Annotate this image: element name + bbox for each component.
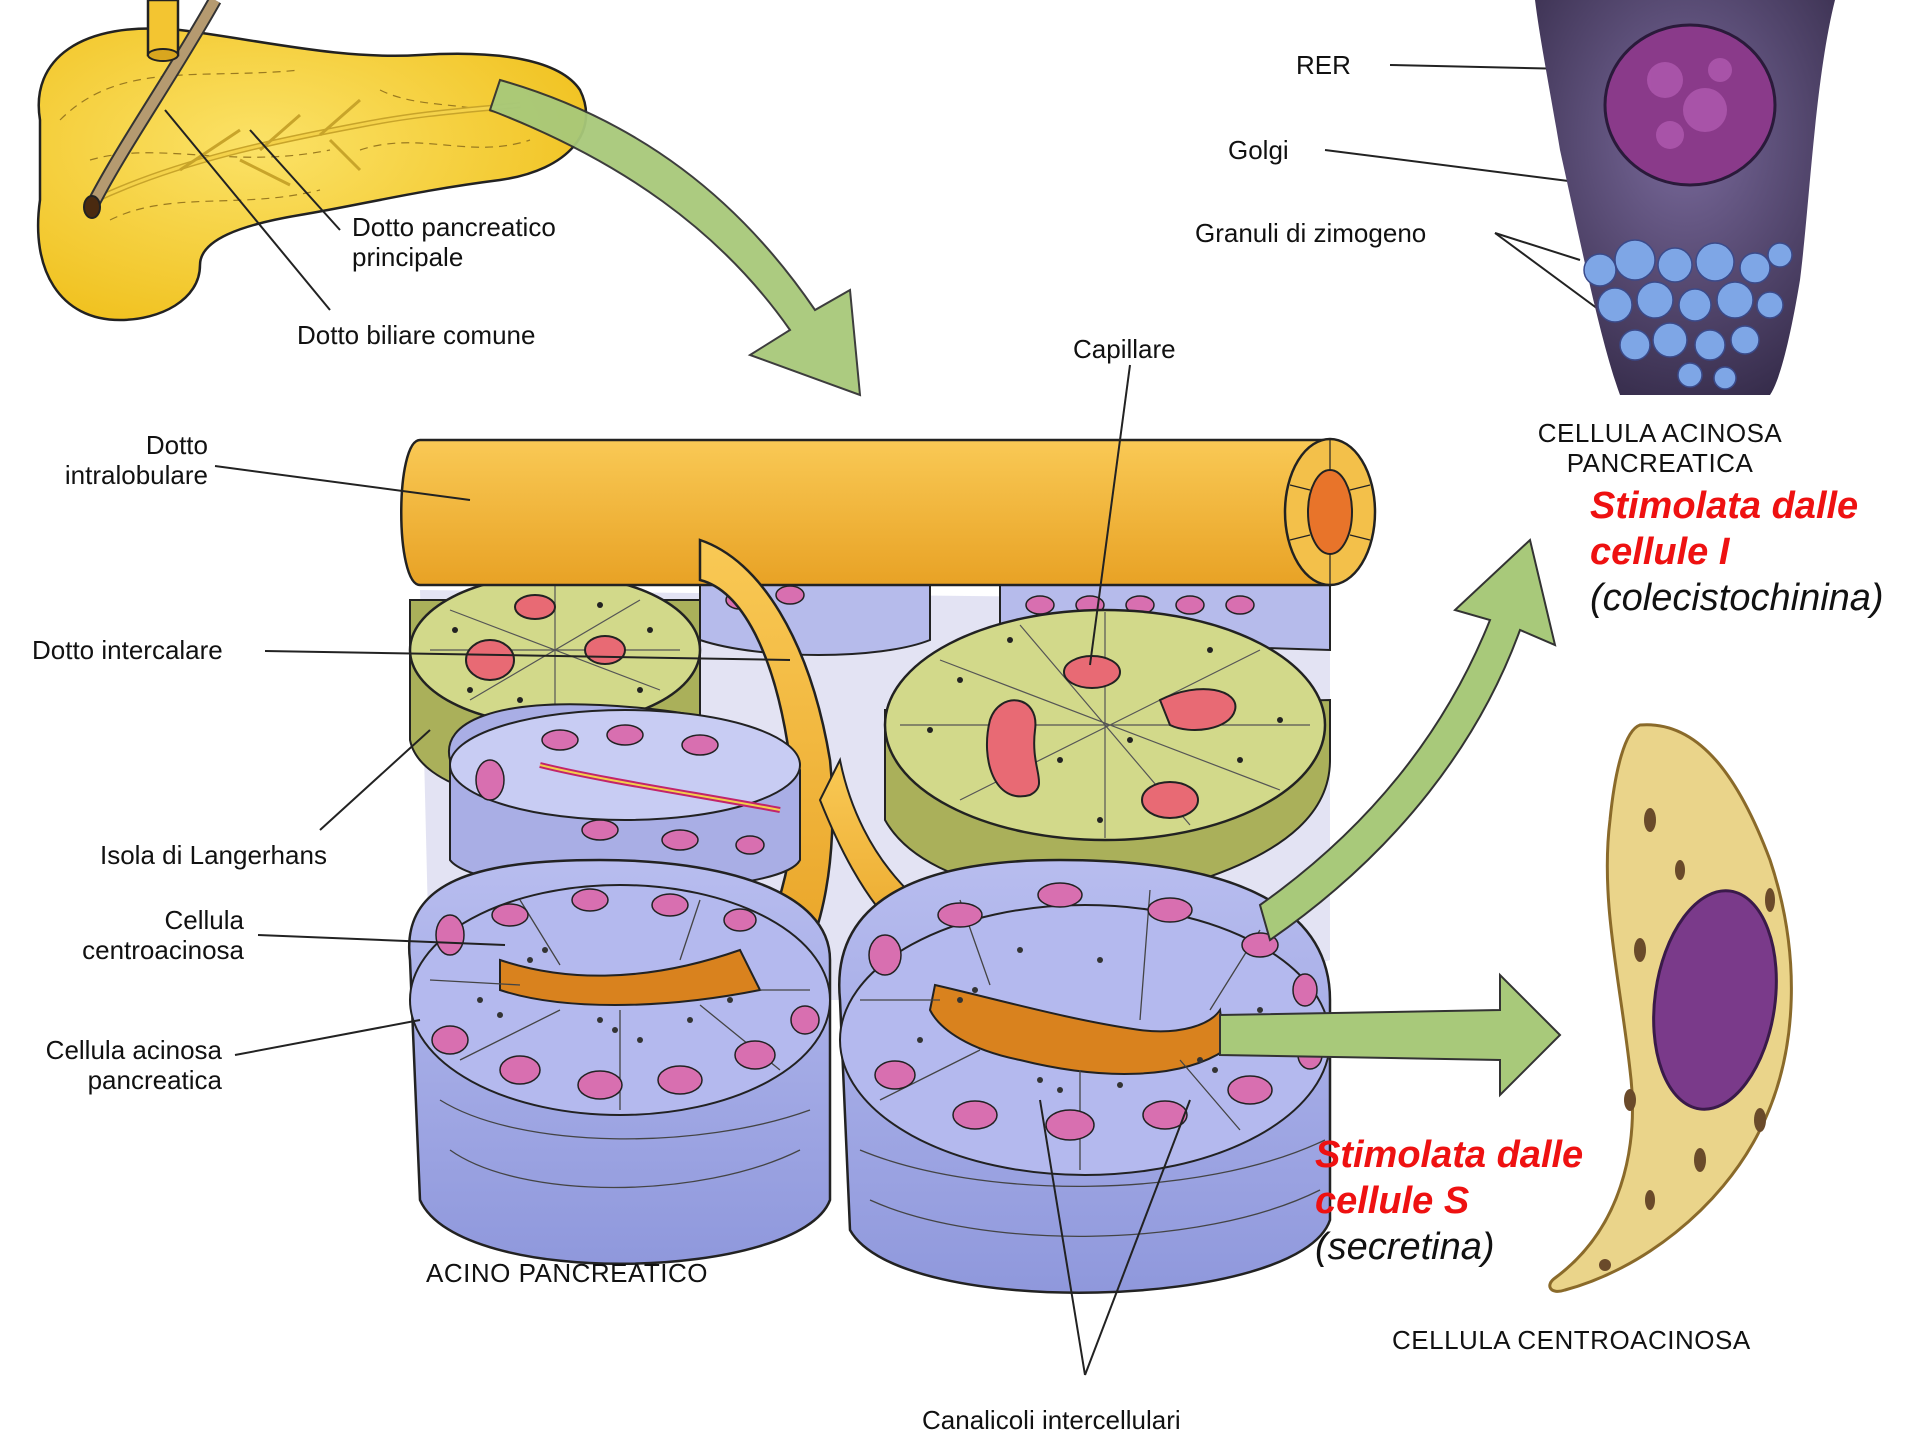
label-capillare: Capillare: [1073, 334, 1176, 364]
acinus-left: [409, 860, 830, 1264]
label-granuli-di-zimogeno: Granuli di zimogeno: [1195, 218, 1426, 248]
label-line: Cellula: [30, 905, 244, 935]
label-golgi: Golgi: [1228, 135, 1289, 165]
annotation-acinar-line1: Stimolata dalle: [1590, 483, 1884, 529]
label-line: Dotto: [30, 430, 208, 460]
title-cellula-acinosa-pancreatica: CELLULA ACINOSA PANCREATICA: [1490, 418, 1830, 478]
acinar-cell-micrograph: [1535, 0, 1835, 395]
acinus-right: [839, 860, 1330, 1293]
annotation-centroacinar-hormone: (secretina): [1315, 1224, 1583, 1270]
title-cellula-centroacinosa: CELLULA CENTROACINOSA: [1392, 1325, 1751, 1355]
centroacinar-cell-micrograph: [1550, 725, 1792, 1292]
annotation-centroacinar-line2: cellule S: [1315, 1178, 1583, 1224]
label-dotto-intercalare: Dotto intercalare: [32, 635, 223, 665]
annotation-centroacinar-stimulation: Stimolata dalle cellule S (secretina): [1315, 1132, 1583, 1270]
label-line: Cellula acinosa: [10, 1035, 222, 1065]
label-isola-di-langerhans: Isola di Langerhans: [100, 840, 327, 870]
annotation-acinar-stimulation: Stimolata dalle cellule I (colecistochin…: [1590, 483, 1884, 621]
pancreas-illustration: [38, 0, 586, 320]
label-line: Dotto pancreatico: [352, 212, 556, 242]
label-dotto-pancreatico-principale: Dotto pancreatico principale: [352, 212, 556, 272]
label-cellula-acinosa-pancreatica: Cellula acinosa pancreatica: [10, 1035, 222, 1095]
annotation-acinar-hormone: (colecistochinina): [1590, 575, 1884, 621]
label-dotto-biliare-comune: Dotto biliare comune: [297, 320, 535, 350]
label-line: PANCREATICA: [1490, 448, 1830, 478]
label-line: intralobulare: [30, 460, 208, 490]
label-acino-pancreatico: ACINO PANCREATICO: [426, 1258, 708, 1288]
label-canalicoli-intercellulari: Canalicoli intercellulari: [922, 1405, 1181, 1435]
label-line: pancreatica: [10, 1065, 222, 1095]
label-dotto-intralobulare: Dotto intralobulare: [30, 430, 208, 490]
annotation-centroacinar-line1: Stimolata dalle: [1315, 1132, 1583, 1178]
intralobular-duct: [401, 439, 1375, 585]
label-line: CELLULA ACINOSA: [1490, 418, 1830, 448]
label-rer: RER: [1296, 50, 1351, 80]
annotation-acinar-line2: cellule I: [1590, 529, 1884, 575]
label-line: centroacinosa: [30, 935, 244, 965]
label-cellula-centroacinosa: Cellula centroacinosa: [30, 905, 244, 965]
islet-of-langerhans-right: [885, 610, 1330, 896]
label-line: principale: [352, 242, 556, 272]
